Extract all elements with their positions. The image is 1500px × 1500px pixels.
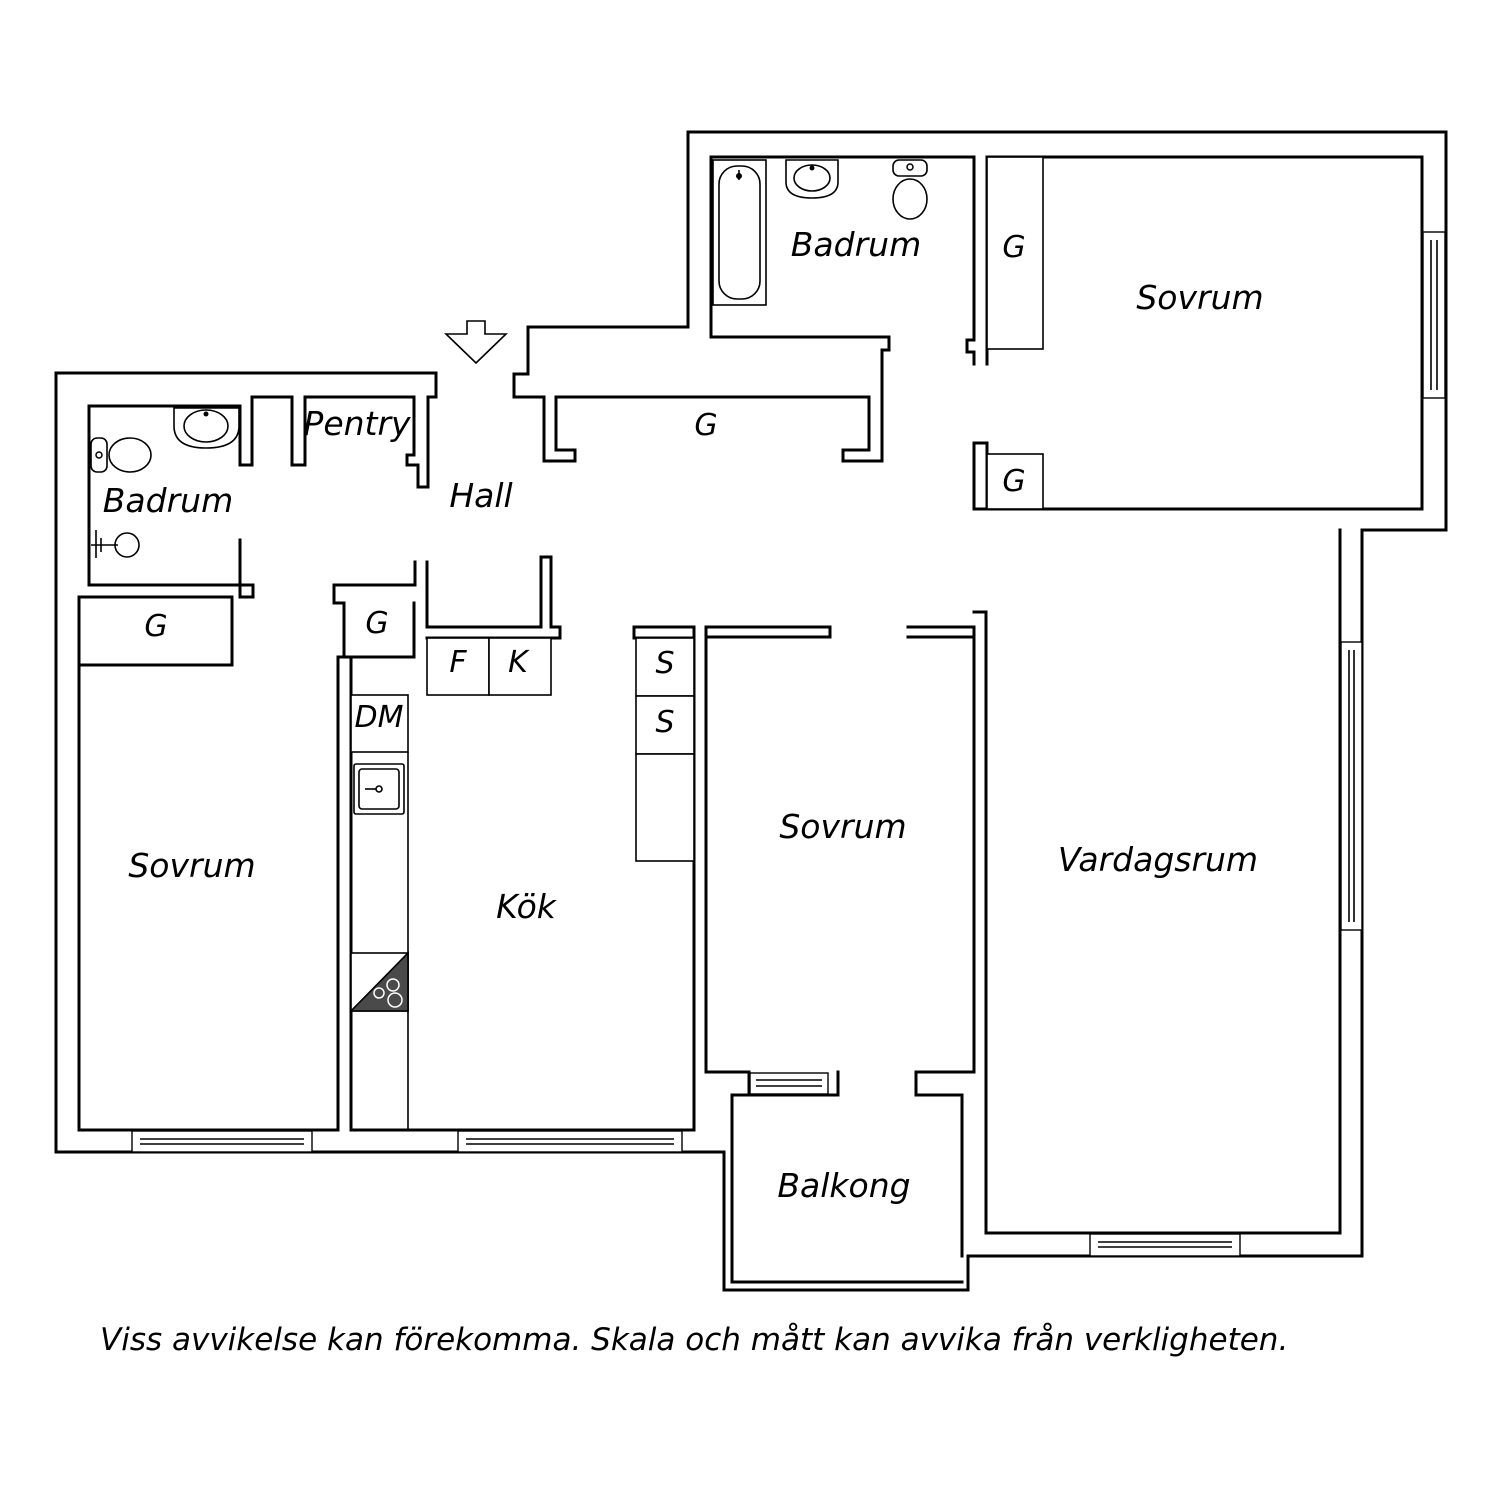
disclaimer-text: Viss avvikelse kan förekomma. Skala och …	[100, 1322, 1289, 1358]
storage-label-freezer: F	[449, 645, 467, 680]
storage-label-g: G	[1002, 230, 1025, 265]
bathroom-left-fixtures	[90, 407, 240, 558]
room-label-hall: Hall	[449, 476, 512, 515]
storage-label-g: G	[144, 609, 167, 644]
room-labels: Badrum Sovrum Badrum Pentry Hall Sovrum …	[103, 225, 1264, 1205]
bathroom-top-fixtures	[712, 159, 928, 306]
toilet-icon	[90, 437, 152, 473]
sink-icon	[785, 159, 839, 199]
storage-units	[350, 156, 1044, 1130]
room-label-sovrum-top: Sovrum	[1136, 278, 1263, 317]
shower-icon	[91, 530, 140, 558]
toilet-icon	[892, 159, 928, 220]
room-label-badrum-left: Badrum	[103, 481, 233, 520]
room-label-pentry: Pentry	[303, 404, 411, 443]
storage-label-s: S	[655, 646, 674, 681]
windows	[131, 231, 1446, 1257]
room-label-balkong: Balkong	[777, 1166, 910, 1205]
sink-icon	[173, 407, 240, 449]
entrance-arrow-icon	[444, 320, 508, 365]
storage-label-dishwasher: DM	[355, 700, 404, 735]
storage-labels: G G G G G F K DM S S	[144, 230, 1025, 740]
outer-walls	[54, 130, 1448, 1292]
floor-plan: Badrum Sovrum Badrum Pentry Hall Sovrum …	[54, 130, 1448, 1292]
room-label-sovrum-middle: Sovrum	[779, 807, 906, 846]
room-label-badrum-top: Badrum	[791, 225, 921, 264]
bathtub-icon	[712, 159, 767, 306]
stove-icon	[349, 951, 409, 1012]
room-label-sovrum-left: Sovrum	[128, 846, 255, 885]
room-label-vardagsrum: Vardagsrum	[1058, 840, 1258, 879]
storage-label-s: S	[655, 705, 674, 740]
storage-label-g: G	[694, 408, 717, 443]
storage-label-g: G	[1002, 464, 1025, 499]
kitchen-fixtures	[349, 763, 409, 1012]
kitchen-sink-icon	[353, 763, 405, 815]
storage-label-g: G	[365, 606, 388, 641]
storage-label-fridge: K	[508, 645, 530, 680]
room-label-kok: Kök	[496, 887, 558, 926]
